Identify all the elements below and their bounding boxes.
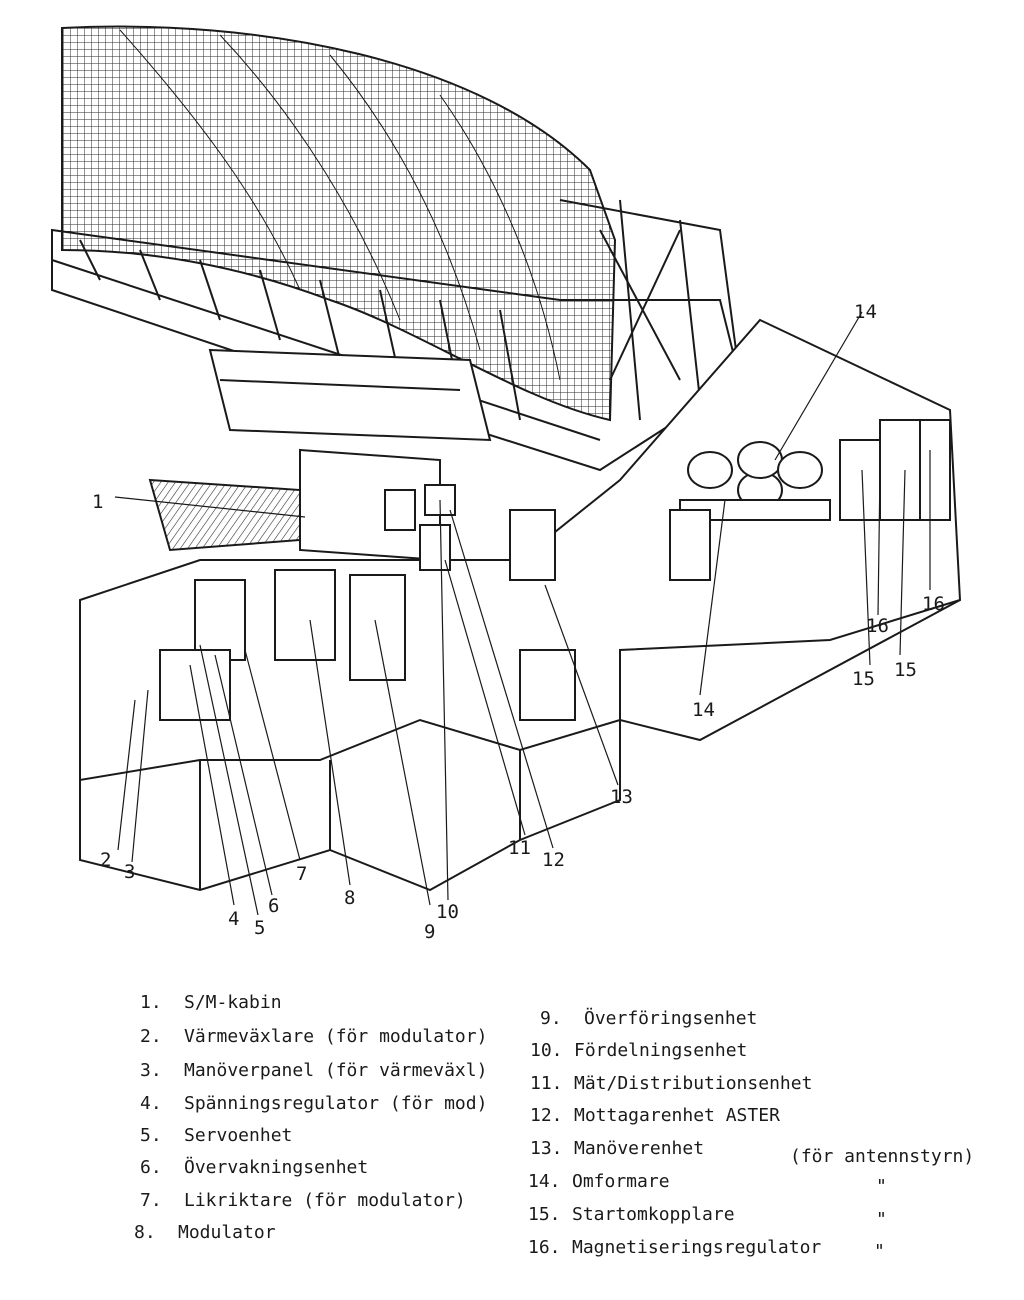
callout-8: 8 — [344, 887, 355, 909]
callout-leaders — [114, 311, 931, 916]
callout-15-right: 15 — [894, 659, 917, 681]
callout-12: 12 — [542, 849, 565, 871]
callout-1: 1 — [92, 491, 103, 513]
antenna-truss — [51, 199, 742, 472]
radar-station-illustration: 1 2 3 4 5 6 7 8 9 10 11 12 13 14 14 15 1… — [51, 25, 962, 943]
legend-item-2: 2.Värmeväxlare (för modulator) — [140, 1026, 488, 1047]
antenna-reflector — [61, 25, 617, 422]
legend-item-12: 12.Mottagarenhet ASTER — [530, 1105, 780, 1126]
legend-ditto-14: " — [876, 1176, 887, 1197]
callout-10: 10 — [436, 901, 459, 923]
callout-11: 11 — [508, 837, 531, 859]
equipment-cabinets — [159, 419, 951, 721]
legend-item-9: 9.Överföringsenhet — [540, 1008, 758, 1029]
legend-item-8: 8.Modulator — [134, 1222, 276, 1243]
legend-item-6: 6.Övervakningsenhet — [140, 1157, 369, 1178]
legend-item-16: 16.Magnetiseringsregulator — [528, 1237, 822, 1258]
legend-item-13: 13.Manöverenhet — [530, 1138, 705, 1159]
callout-labels: 1 2 3 4 5 6 7 8 9 10 11 12 13 14 14 15 1… — [92, 301, 945, 943]
legend-item-4: 4.Spänningsregulator (för mod) — [140, 1093, 488, 1114]
callout-14-top: 14 — [854, 301, 877, 323]
callout-5: 5 — [254, 917, 265, 939]
legend-item-1: 1.S/M-kabin — [140, 992, 282, 1013]
callout-16-right: 16 — [922, 593, 945, 615]
callout-9: 9 — [424, 921, 435, 943]
legend-item-5: 5.Servoenhet — [140, 1125, 293, 1146]
callout-15-left: 15 — [852, 668, 875, 690]
motor-generators — [669, 441, 831, 581]
legend-item-14: 14.Omformare — [528, 1171, 670, 1192]
callout-2: 2 — [100, 849, 111, 871]
callout-13: 13 — [610, 786, 633, 808]
legend-item-10: 10.Fördelningsenhet — [530, 1040, 748, 1061]
legend-ditto-16: " — [874, 1241, 885, 1262]
callout-16-left: 16 — [866, 615, 889, 637]
callout-3: 3 — [124, 861, 135, 883]
legend-item-11: 11.Mät/Distributionsenhet — [530, 1073, 813, 1094]
callout-4: 4 — [228, 908, 239, 930]
equipment-building — [79, 318, 962, 892]
legend-item-7: 7.Likriktare (för modulator) — [140, 1190, 466, 1211]
legend-note-antenna: (för antennstyrn) — [790, 1146, 975, 1167]
sm-cabin — [148, 348, 492, 562]
callout-6: 6 — [268, 895, 279, 917]
legend-item-15: 15.Startomkopplare — [528, 1204, 735, 1225]
callout-7: 7 — [296, 863, 307, 885]
legend-ditto-15: " — [876, 1209, 887, 1230]
callout-14-bottom: 14 — [692, 699, 715, 721]
legend-item-3: 3.Manöverpanel (för värmeväxl) — [140, 1060, 488, 1081]
